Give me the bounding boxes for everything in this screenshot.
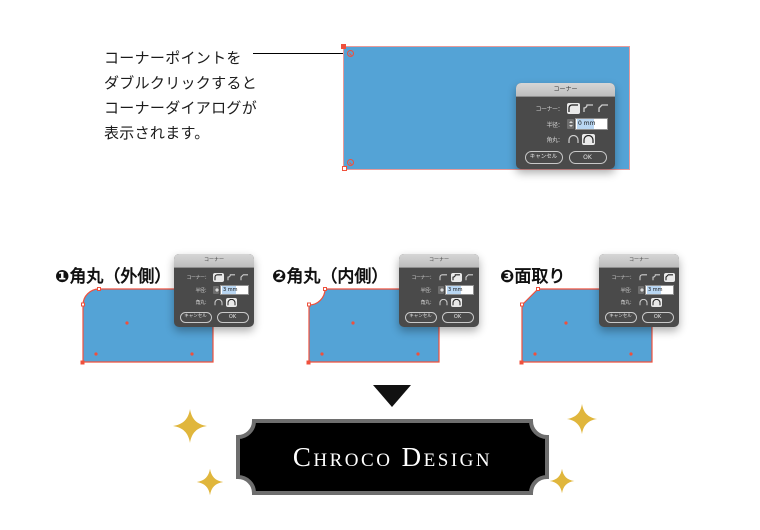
- rounding-type-group[interactable]: [213, 298, 237, 307]
- cancel-button[interactable]: キャンセル: [179, 312, 212, 323]
- annotation-callout: コーナーポイントを ダブルクリックすると コーナーダイアログが 表示されます。: [104, 46, 319, 146]
- radius-stepper[interactable]: [567, 119, 574, 129]
- chamfer-icon[interactable]: [664, 273, 675, 282]
- annotation-line-3: コーナーダイアログが: [104, 100, 258, 117]
- chamfer-icon[interactable]: [239, 273, 250, 282]
- live-corner-widget-bottom-left[interactable]: [347, 159, 354, 166]
- radius-stepper[interactable]: [438, 286, 444, 294]
- round-inner-icon[interactable]: [226, 273, 237, 282]
- dialog-label-radius: 半径：: [546, 121, 563, 129]
- dialog-label-rounding: 角丸：: [620, 300, 634, 306]
- round-outer-icon[interactable]: [638, 273, 649, 282]
- corner-dialog-main[interactable]: コーナー コーナー： 半径：: [516, 83, 615, 169]
- dialog-label-radius: 半径：: [420, 287, 434, 294]
- dialog-label-rounding: 角丸：: [195, 300, 209, 306]
- round-inner-icon[interactable]: [582, 103, 595, 114]
- dialog-label-corner: コーナー：: [411, 275, 434, 281]
- radius-input-value: 3 mm: [448, 287, 463, 293]
- anchor-point-top-left[interactable]: [341, 44, 346, 49]
- sparkle-icon-left-top: [172, 408, 208, 444]
- dialog-title: コーナー: [599, 254, 679, 268]
- plaque-banner: Chroco Design: [236, 419, 549, 495]
- radius-input[interactable]: 0 mm: [575, 118, 608, 130]
- rounding-absolute-icon[interactable]: [567, 134, 580, 145]
- chamfer-icon[interactable]: [597, 103, 610, 114]
- dialog-label-corner: コーナー：: [535, 106, 563, 113]
- annotation-line-4: 表示されます。: [104, 125, 210, 142]
- sparkle-icon-left-bottom: [196, 468, 224, 496]
- radius-input[interactable]: 3 mm: [220, 285, 249, 295]
- radius-input[interactable]: 3 mm: [645, 285, 674, 295]
- annotation-line-1: コーナーポイントを: [104, 50, 242, 67]
- ok-button[interactable]: OK: [216, 312, 249, 323]
- leader-line: [253, 53, 349, 54]
- rounding-relative-icon[interactable]: [582, 134, 595, 145]
- dialog-label-radius: 半径：: [620, 287, 634, 294]
- radius-input-value: 3 mm: [223, 287, 238, 293]
- rounding-type-group[interactable]: [638, 298, 662, 307]
- round-inner-icon[interactable]: [451, 273, 462, 282]
- corner-type-group[interactable]: [213, 273, 250, 282]
- example-2-number: ❷: [272, 267, 287, 286]
- annotation-line-2: ダブルクリックすると: [104, 75, 258, 92]
- dialog-label-rounding: 角丸：: [546, 137, 563, 144]
- example-3-text: 面取り: [514, 267, 566, 286]
- cancel-button[interactable]: キャンセル: [524, 151, 563, 164]
- dialog-title: コーナー: [399, 254, 479, 268]
- dialog-label-rounding: 角丸：: [420, 300, 434, 306]
- dialog-title: コーナー: [174, 254, 254, 268]
- radius-stepper[interactable]: [213, 286, 219, 294]
- rounding-absolute-icon[interactable]: [638, 298, 649, 307]
- plaque-title: Chroco Design: [292, 441, 493, 472]
- round-outer-icon[interactable]: [213, 273, 224, 282]
- corner-type-group[interactable]: [638, 273, 675, 282]
- corner-type-group[interactable]: [567, 103, 610, 114]
- radius-input-value: 0 mm: [578, 120, 596, 127]
- dialog-title: コーナー: [516, 83, 615, 97]
- sparkle-icon-right-bottom: [549, 468, 575, 494]
- dialog-label-corner: コーナー：: [186, 275, 209, 281]
- corner-dialog-example-3[interactable]: コーナー コーナー： 半径：: [599, 254, 679, 327]
- example-1-label: ❶角丸（外側）: [55, 262, 171, 287]
- down-arrow-icon: [373, 385, 411, 407]
- rounding-type-group[interactable]: [567, 134, 595, 145]
- round-outer-icon[interactable]: [438, 273, 449, 282]
- rounding-absolute-icon[interactable]: [213, 298, 224, 307]
- example-1-text: 角丸（外側）: [69, 267, 172, 286]
- radius-input-value: 3 mm: [648, 287, 663, 293]
- rounding-type-group[interactable]: [438, 298, 462, 307]
- rounding-relative-icon[interactable]: [226, 298, 237, 307]
- corner-dialog-example-1[interactable]: コーナー コーナー： 半径：: [174, 254, 254, 327]
- corner-dialog-example-2[interactable]: コーナー コーナー： 半径：: [399, 254, 479, 327]
- rounding-absolute-icon[interactable]: [438, 298, 449, 307]
- example-2-text: 角丸（内側）: [286, 267, 389, 286]
- dialog-label-corner: コーナー：: [611, 275, 634, 281]
- anchor-point-bottom-left[interactable]: [342, 166, 347, 171]
- radius-input[interactable]: 3 mm: [445, 285, 474, 295]
- dialog-label-radius: 半径：: [195, 287, 209, 294]
- rounding-relative-icon[interactable]: [451, 298, 462, 307]
- chamfer-icon[interactable]: [464, 273, 475, 282]
- ok-button[interactable]: OK: [441, 312, 474, 323]
- example-1-number: ❶: [55, 267, 70, 286]
- live-corner-widget[interactable]: [347, 50, 354, 57]
- ok-button[interactable]: OK: [641, 312, 674, 323]
- sparkle-icon-right-top: [566, 403, 598, 435]
- example-2-label: ❷角丸（内側）: [272, 262, 388, 287]
- example-3-label: ❸面取り: [500, 262, 565, 287]
- radius-stepper[interactable]: [638, 286, 644, 294]
- corner-type-group[interactable]: [438, 273, 475, 282]
- round-outer-icon[interactable]: [567, 103, 580, 114]
- ok-button[interactable]: OK: [568, 151, 607, 164]
- example-3-number: ❸: [500, 267, 515, 286]
- rounding-relative-icon[interactable]: [651, 298, 662, 307]
- round-inner-icon[interactable]: [651, 273, 662, 282]
- cancel-button[interactable]: キャンセル: [604, 312, 637, 323]
- cancel-button[interactable]: キャンセル: [404, 312, 437, 323]
